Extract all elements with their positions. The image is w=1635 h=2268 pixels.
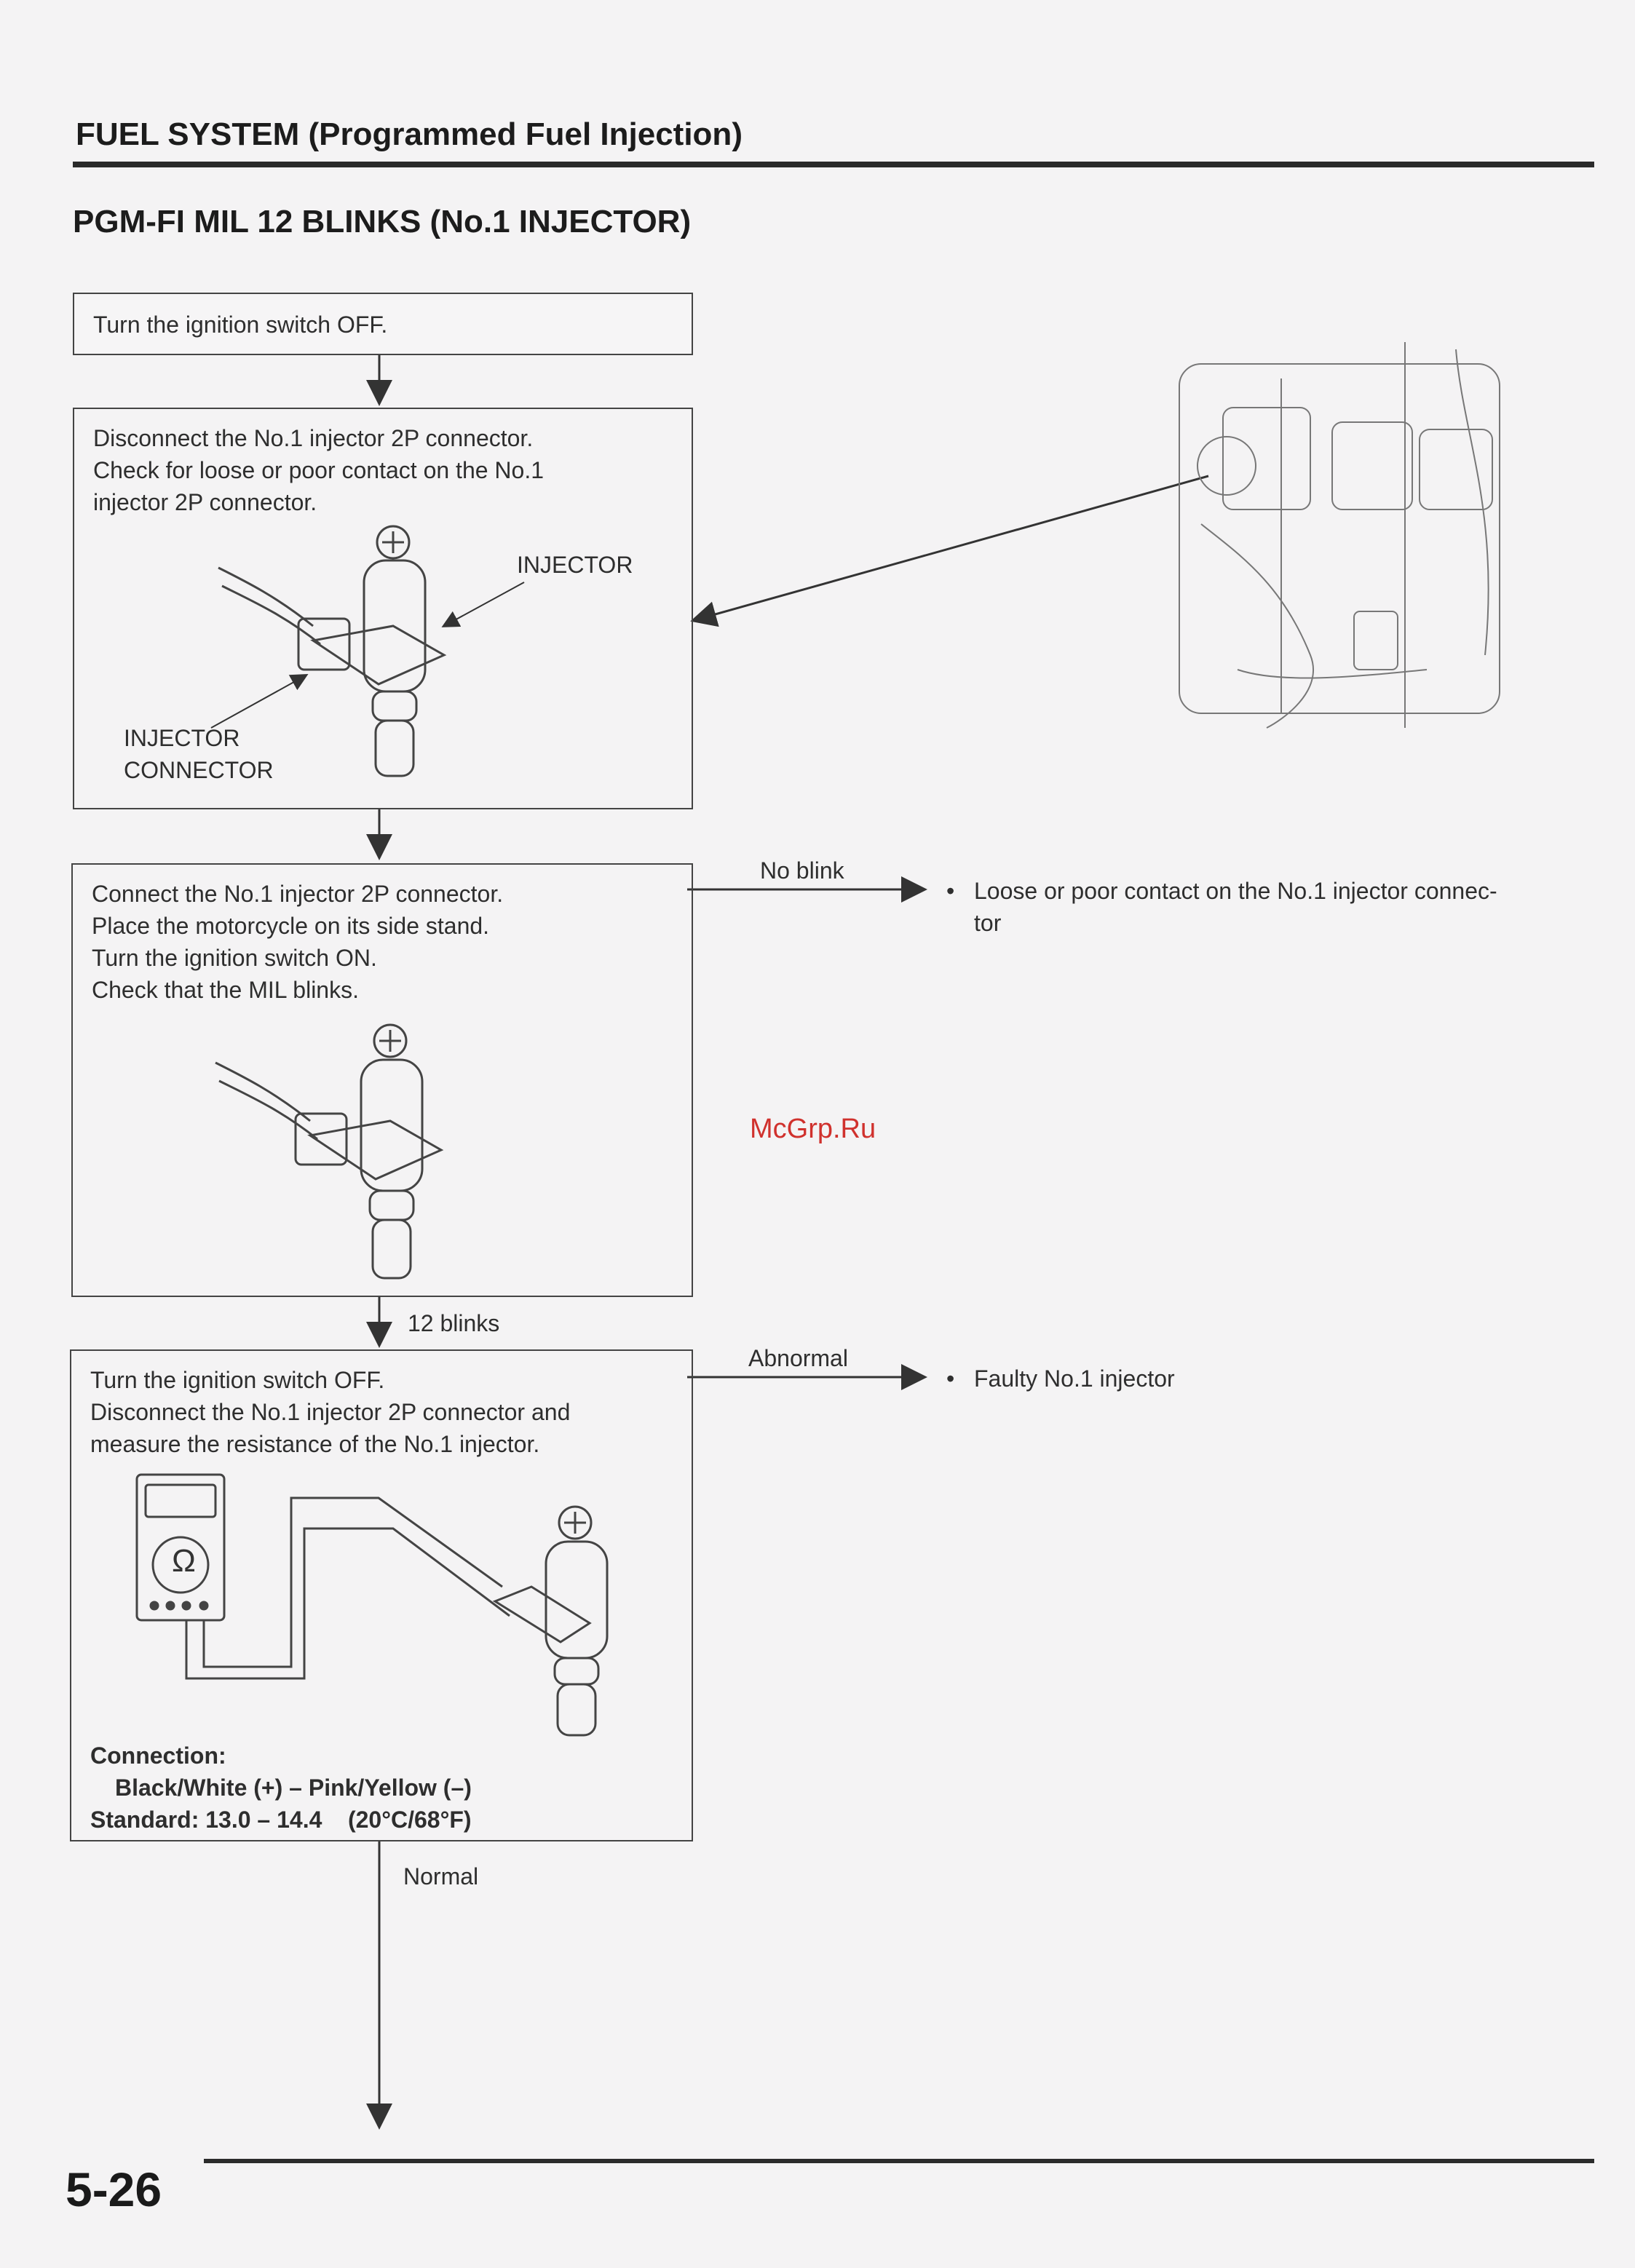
ohm-symbol: Ω <box>172 1543 196 1579</box>
step4-line3: measure the resistance of the No.1 injec… <box>90 1431 540 1457</box>
connector-callout-line2: CONNECTOR <box>124 757 274 783</box>
step2-line2: Check for loose or poor contact on the N… <box>93 457 545 483</box>
step2-line1: Disconnect the No.1 injector 2P connecto… <box>93 425 534 451</box>
step4-line1: Turn the ignition switch OFF. <box>90 1367 385 1393</box>
step1-box: Turn the ignition switch OFF. <box>73 293 693 355</box>
section-header: FUEL SYSTEM (Programmed Fuel Injection) <box>76 116 743 152</box>
connection-label: Connection: <box>90 1742 226 1769</box>
no-blink-label: No blink <box>760 857 844 884</box>
page-title: PGM-FI MIL 12 BLINKS (No.1 INJECTOR) <box>73 204 692 239</box>
step3-box: Connect the No.1 injector 2P connector. … <box>71 863 693 1297</box>
normal-label: Normal <box>403 1863 479 1890</box>
injector-illustration-2 <box>215 1023 444 1280</box>
step3-line4: Check that the MIL blinks. <box>92 977 359 1003</box>
engine-illustration <box>1179 342 1500 729</box>
step3-line2: Place the motorcycle on its side stand. <box>92 913 490 939</box>
injector-callout: INJECTOR <box>517 552 633 578</box>
no-blink-bullet: • <box>946 878 955 904</box>
step2-box: Disconnect the No.1 injector 2P connecto… <box>73 408 693 809</box>
step3-line3: Turn the ignition switch ON. <box>92 945 377 971</box>
arrow-engine-pointer <box>690 475 1209 627</box>
header-rule <box>73 162 1594 167</box>
connection-value: Black/White (+) – Pink/Yellow (–) <box>115 1775 472 1801</box>
step4-box: Turn the ignition switch OFF. Disconnect… <box>70 1349 693 1841</box>
abnormal-label: Abnormal <box>748 1345 848 1371</box>
twelve-blinks-label: 12 blinks <box>408 1310 500 1336</box>
standard-value: Standard: 13.0 – 14.4 (20°C/68°F) <box>90 1807 472 1833</box>
connector-callout-line1: INJECTOR <box>124 725 240 751</box>
callout-connector-line <box>210 674 309 729</box>
no-blink-result-line2: tor <box>974 910 1002 936</box>
callout-injector-line <box>441 582 525 627</box>
no-blink-result-line1: Loose or poor contact on the No.1 inject… <box>974 878 1497 904</box>
step1-text: Turn the ignition switch OFF. <box>93 312 388 338</box>
step4-line2: Disconnect the No.1 injector 2P connecto… <box>90 1399 571 1425</box>
step3-line1: Connect the No.1 injector 2P connector. <box>92 881 504 907</box>
page-number: 5-26 <box>66 2162 162 2216</box>
watermark: McGrp.Ru <box>750 1114 876 1144</box>
injector-illustration-1 <box>218 525 447 777</box>
abnormal-bullet: • <box>946 1365 955 1392</box>
footer-rule <box>204 2159 1594 2163</box>
abnormal-result: Faulty No.1 injector <box>974 1365 1175 1392</box>
step2-line3: injector 2P connector. <box>93 489 317 515</box>
injector-illustration-3 <box>492 1505 609 1737</box>
multimeter-icon <box>135 1473 510 1680</box>
